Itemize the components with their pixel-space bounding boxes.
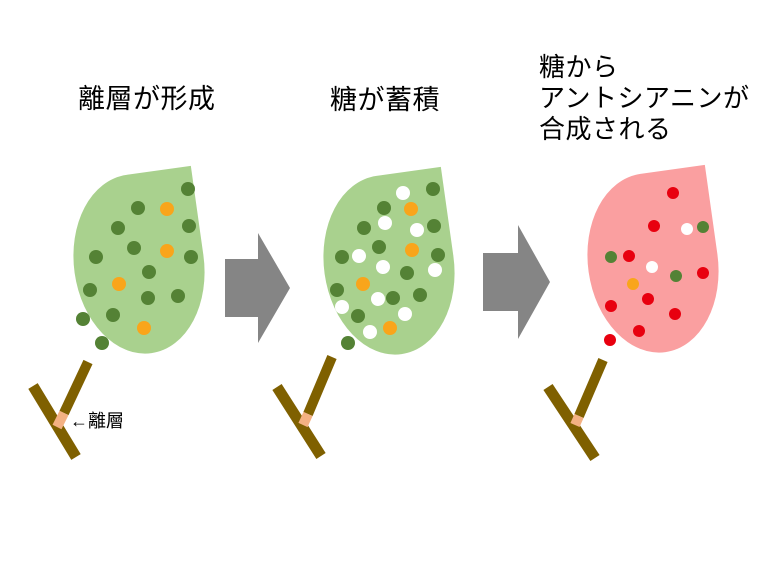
dot-white — [352, 249, 366, 263]
dot-green — [89, 250, 103, 264]
stage-2-label: 糖が蓄積 — [330, 85, 440, 115]
abscission-layer-2 — [298, 411, 313, 428]
dot-green — [351, 309, 365, 323]
dot-green — [431, 248, 445, 262]
dot-red — [633, 325, 645, 337]
dot-green — [670, 270, 682, 282]
dot-green — [330, 283, 344, 297]
dot-green — [95, 336, 109, 350]
dot-white — [410, 223, 424, 237]
abscission-layer-1 — [52, 410, 69, 430]
dot-white — [335, 300, 349, 314]
arrow-1 — [225, 233, 290, 343]
dot-green — [377, 201, 391, 215]
dot-white — [371, 292, 385, 306]
dot-green — [386, 291, 400, 305]
dot-white — [378, 216, 392, 230]
dot-green — [184, 250, 198, 264]
dot-green — [131, 201, 145, 215]
dot-red — [604, 334, 616, 346]
dot-green — [605, 251, 617, 263]
dot-green — [111, 221, 125, 235]
dot-white — [646, 261, 658, 273]
dot-green — [400, 266, 414, 280]
dot-green — [427, 219, 441, 233]
dot-green — [171, 289, 185, 303]
dot-green — [76, 312, 90, 326]
branch-2 — [272, 384, 326, 459]
dot-green — [127, 241, 141, 255]
abscission-layer-3 — [570, 413, 584, 428]
dot-green — [372, 240, 386, 254]
dot-red — [669, 308, 681, 320]
dot-red — [605, 300, 617, 312]
dot-white — [681, 223, 693, 235]
petiole-3 — [574, 358, 608, 418]
dot-green — [106, 308, 120, 322]
dot-red — [623, 250, 635, 262]
dot-green — [83, 283, 97, 297]
dot-red — [697, 267, 709, 279]
dot-white — [428, 263, 442, 277]
dot-orange — [356, 277, 370, 291]
dot-orange — [112, 277, 126, 291]
arrow-2 — [483, 225, 550, 339]
dot-green — [341, 336, 355, 350]
dot-green — [413, 288, 427, 302]
dot-green — [141, 291, 155, 305]
leaf-3 — [587, 164, 719, 353]
dot-orange — [405, 243, 419, 257]
dot-white — [363, 325, 377, 339]
dot-white — [398, 307, 412, 321]
dot-orange — [160, 202, 174, 216]
petiole-1 — [59, 359, 93, 416]
petiole-2 — [303, 355, 337, 416]
dot-orange — [137, 321, 151, 335]
dot-red — [648, 220, 660, 232]
dot-green — [426, 182, 440, 196]
stage-3-label: 糖から アントシアニンが 合成される — [539, 52, 750, 144]
dot-red — [667, 187, 679, 199]
dot-orange — [383, 321, 397, 335]
dot-orange — [404, 202, 418, 216]
dot-orange — [160, 244, 174, 258]
abscission-layer-annotation: ←離層 — [70, 411, 124, 431]
dot-green — [357, 221, 371, 235]
dot-red — [642, 293, 654, 305]
dot-green — [182, 219, 196, 233]
dot-green — [181, 182, 195, 196]
dot-white — [396, 186, 410, 200]
dot-green — [697, 221, 709, 233]
stage-1-label: 離層が形成 — [78, 84, 216, 114]
dot-green — [335, 250, 349, 264]
dot-orange — [627, 278, 639, 290]
leaf-2 — [323, 166, 455, 355]
dot-white — [376, 260, 390, 274]
dot-green — [142, 265, 156, 279]
